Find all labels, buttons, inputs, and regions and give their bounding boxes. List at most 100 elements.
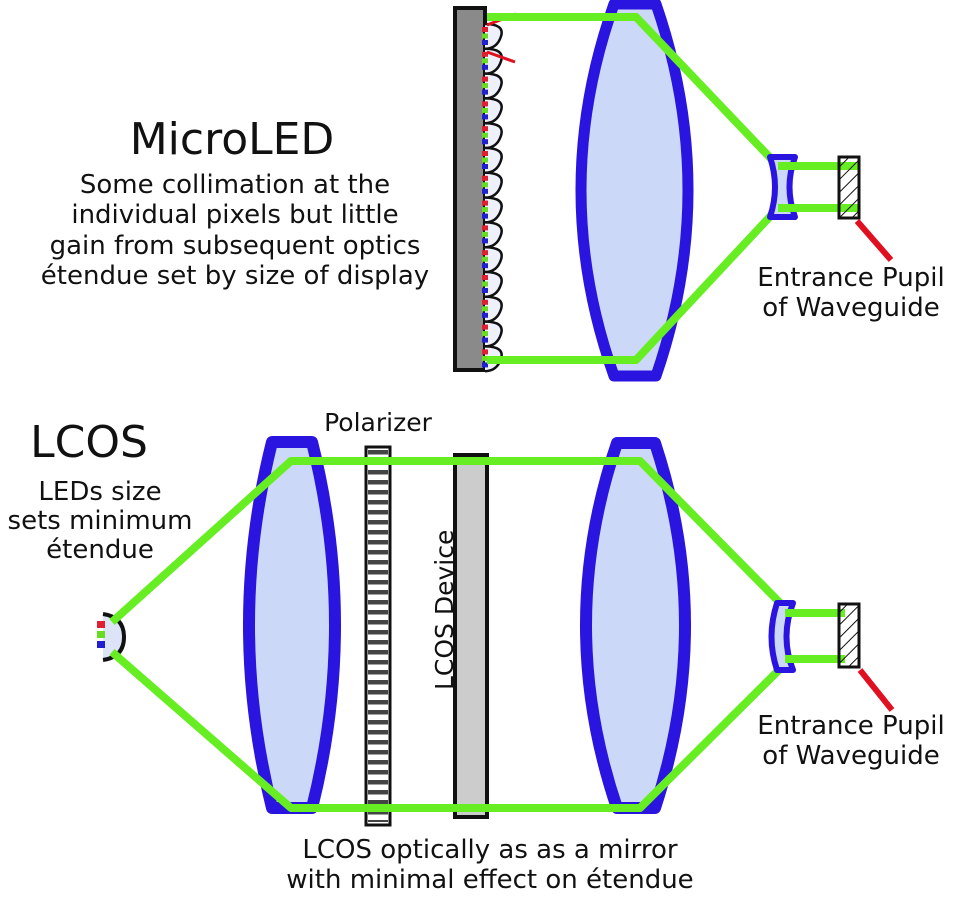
microlens-pixel xyxy=(482,245,503,274)
subpixel-green xyxy=(482,107,488,113)
condenser-lens xyxy=(243,436,341,814)
label-line: Entrance Pupil xyxy=(757,263,945,293)
led-blue xyxy=(97,641,105,648)
microlens xyxy=(484,221,503,249)
lcos-title: LCOS xyxy=(30,417,148,468)
subpixel-blue xyxy=(482,238,488,244)
description-line: étendue xyxy=(46,535,154,566)
subpixel-blue xyxy=(482,89,488,95)
subpixel-red xyxy=(482,27,488,32)
waveguide-entrance-pupil xyxy=(837,155,861,220)
lcos-description: LEDs size sets minimum étendue xyxy=(0,477,200,566)
caption-line: with minimal effect on étendue xyxy=(286,865,694,896)
lcos-entrance-pupil-label: Entrance Pupil of Waveguide xyxy=(742,711,960,771)
subpixel-blue xyxy=(482,164,488,169)
subpixel-red xyxy=(482,324,488,330)
microled-description: Some collimation at the individual pixel… xyxy=(25,170,445,292)
subpixel-red xyxy=(482,349,488,355)
subpixel-red xyxy=(482,126,488,132)
microlens-pixel xyxy=(482,270,503,299)
microlens xyxy=(484,320,503,348)
microlens-pixel xyxy=(482,171,503,199)
subpixel-red xyxy=(482,250,488,256)
subpixel-red xyxy=(482,51,488,57)
microled-entrance-pupil-label: Entrance Pupil of Waveguide xyxy=(742,263,960,323)
subpixel-green xyxy=(482,83,488,89)
microlens xyxy=(484,245,503,274)
subpixel-blue xyxy=(482,362,488,368)
subpixel-blue xyxy=(482,337,488,343)
microlens-pixel xyxy=(482,121,503,150)
microlens xyxy=(484,196,503,224)
microlens-pixel xyxy=(482,196,503,224)
subpixel-blue xyxy=(482,139,488,145)
microlens xyxy=(484,171,503,199)
subpixel-red xyxy=(482,275,488,280)
led-green xyxy=(97,631,105,638)
microlens xyxy=(484,97,503,125)
projection-lens xyxy=(580,437,691,814)
microlens-pixel xyxy=(482,97,503,125)
subpixel-green xyxy=(482,355,488,361)
description-line: Some collimation at the xyxy=(79,170,391,200)
subpixel-green xyxy=(482,182,488,188)
description-line: étendue set by size of display xyxy=(40,261,430,292)
description-line: sets minimum xyxy=(7,506,193,537)
subpixel-blue xyxy=(482,312,488,318)
lcos-device xyxy=(453,453,489,819)
microlens xyxy=(484,146,503,175)
emission-ray-lower xyxy=(486,50,516,64)
microlens-pixel xyxy=(482,146,503,175)
microlens xyxy=(484,270,503,299)
subpixel-green xyxy=(482,157,488,163)
subpixel-blue xyxy=(482,263,488,269)
lcos-device-label: LCOS Device xyxy=(430,529,459,690)
label-line: Entrance Pupil xyxy=(757,711,945,741)
led-red xyxy=(97,621,105,628)
microlens-pixel xyxy=(482,221,503,249)
subpixel-red xyxy=(482,200,488,206)
subpixel-blue xyxy=(482,114,488,120)
subpixel-green xyxy=(482,256,488,262)
label-line: of Waveguide xyxy=(762,292,940,323)
subpixel-red xyxy=(482,299,488,305)
subpixel-blue xyxy=(482,40,488,45)
lcos-caption: LCOS optically as as a mirror with minim… xyxy=(270,835,710,896)
concave-lens xyxy=(768,600,796,673)
microled-section xyxy=(453,0,894,382)
pupil-pointer xyxy=(857,668,895,712)
collimating-lens xyxy=(575,0,694,382)
subpixel-green xyxy=(482,306,488,312)
subpixel-green xyxy=(482,33,488,39)
microlens-pixel xyxy=(482,72,503,100)
microlens xyxy=(484,121,503,150)
polarizer-label: Polarizer xyxy=(324,408,432,437)
pupil-pointer xyxy=(854,219,894,262)
subpixel-blue xyxy=(482,64,488,70)
microled-title: MicroLED xyxy=(129,114,335,165)
subpixel-green xyxy=(482,331,488,337)
subpixel-green xyxy=(482,281,488,287)
description-line: individual pixels but little xyxy=(71,200,399,231)
microlens-array xyxy=(482,22,503,373)
subpixel-green xyxy=(482,132,488,138)
subpixel-blue xyxy=(482,213,488,219)
microlens-pixel xyxy=(482,320,503,348)
description-line: gain from subsequent optics xyxy=(49,230,421,261)
rgb-led-source xyxy=(97,612,127,662)
waveguide-entrance-pupil xyxy=(837,602,861,669)
microlens xyxy=(484,22,503,51)
subpixel-green xyxy=(482,231,488,237)
subpixel-green xyxy=(482,58,488,64)
microlens-pixel xyxy=(482,22,503,51)
microlens xyxy=(484,72,503,100)
subpixel-blue xyxy=(482,188,488,194)
caption-line: LCOS optically as as a mirror xyxy=(302,835,678,865)
subpixel-red xyxy=(482,175,488,181)
description-line: LEDs size xyxy=(38,477,162,507)
microlens-pixel xyxy=(482,295,503,323)
label-line: of Waveguide xyxy=(762,740,940,771)
subpixel-red xyxy=(482,101,488,107)
subpixel-green xyxy=(482,207,488,213)
